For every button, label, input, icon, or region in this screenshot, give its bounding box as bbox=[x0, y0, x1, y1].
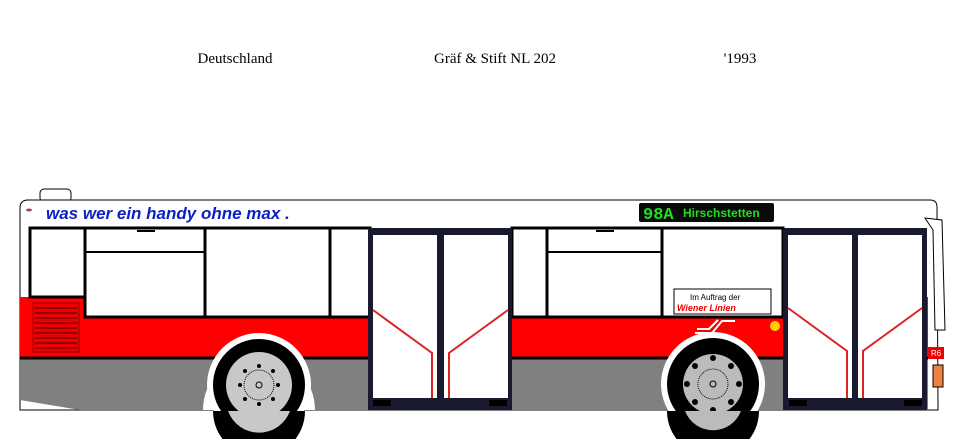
year-label: '1993 bbox=[723, 51, 757, 67]
front-light bbox=[932, 364, 944, 388]
sign-line2: Wiener Linien bbox=[677, 303, 736, 313]
rear-grille bbox=[32, 302, 80, 353]
mirror bbox=[923, 217, 946, 331]
model-label: Gräf & Stift NL 202 bbox=[434, 51, 556, 67]
rear-door bbox=[368, 228, 512, 410]
windows bbox=[28, 226, 785, 319]
front-wheel bbox=[661, 332, 765, 436]
destination-text: Hirschstetten bbox=[683, 206, 760, 220]
slogan-text: was wer ein handy ohne max . bbox=[46, 204, 290, 223]
plate-text: R6 bbox=[931, 349, 942, 358]
sign-line1: Im Auftrag der bbox=[690, 293, 741, 302]
accessibility-icon bbox=[770, 321, 780, 331]
destination-display: 98A Hirschstetten bbox=[639, 203, 774, 225]
country-label: Deutschland bbox=[197, 51, 273, 67]
front-door bbox=[783, 228, 927, 410]
wiener-linien-sign: Im Auftrag der Wiener Linien bbox=[673, 288, 772, 315]
route-number: 98A bbox=[643, 206, 674, 225]
